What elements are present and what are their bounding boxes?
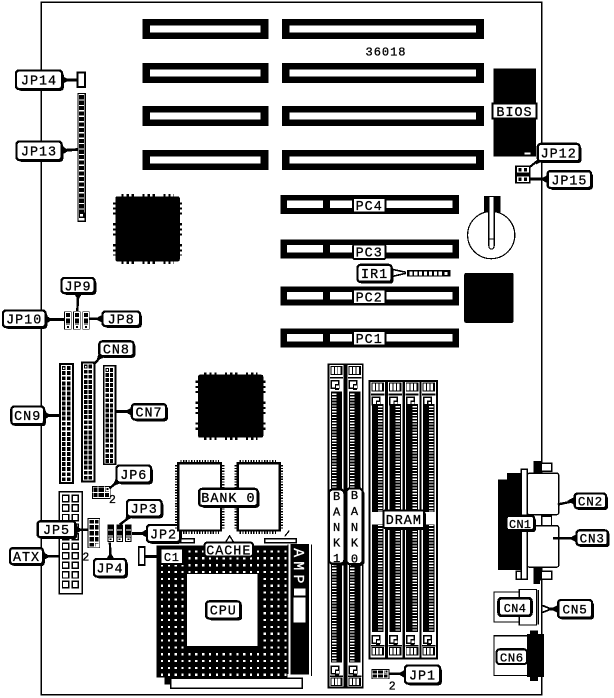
svg-text:CN2: CN2 [578, 496, 603, 510]
svg-text:JP4: JP4 [96, 563, 123, 578]
svg-text:N: N [333, 521, 340, 535]
svg-text:JP5: JP5 [43, 524, 70, 539]
svg-text:2: 2 [389, 681, 396, 694]
svg-text:36018: 36018 [366, 45, 407, 59]
svg-text:JP12: JP12 [541, 147, 577, 162]
svg-text:JP15: JP15 [551, 174, 587, 189]
svg-text:CN3: CN3 [580, 533, 605, 547]
svg-text:2: 2 [82, 552, 89, 565]
svg-text:B: B [351, 489, 358, 503]
svg-text:1: 1 [333, 552, 340, 566]
svg-text:B: B [333, 490, 340, 504]
svg-text:JP14: JP14 [21, 75, 57, 90]
svg-text:CN6: CN6 [500, 651, 524, 665]
svg-text:CN5: CN5 [563, 604, 588, 618]
svg-text:DRAM: DRAM [386, 514, 422, 529]
svg-text:BIOS: BIOS [496, 106, 532, 121]
svg-text:A: A [351, 505, 359, 519]
svg-text:JP6: JP6 [120, 469, 147, 484]
svg-text:PC4: PC4 [356, 200, 383, 215]
svg-text:CN1: CN1 [509, 518, 531, 532]
svg-text:JP9: JP9 [64, 280, 91, 295]
svg-text:CN4: CN4 [504, 602, 526, 616]
svg-text:PC3: PC3 [356, 247, 383, 262]
svg-text:JP10: JP10 [6, 314, 42, 329]
svg-text:CN8: CN8 [103, 344, 130, 359]
svg-text:0: 0 [351, 553, 358, 567]
svg-text:2: 2 [109, 494, 116, 507]
svg-text:JP8: JP8 [108, 314, 135, 329]
svg-text:PC1: PC1 [356, 333, 383, 348]
svg-text:CACHE: CACHE [206, 544, 251, 559]
svg-text:N: N [351, 521, 358, 535]
svg-text:CN7: CN7 [135, 407, 162, 422]
svg-text:JP3: JP3 [131, 503, 158, 518]
svg-text:K: K [333, 537, 341, 551]
svg-text:ATX: ATX [13, 551, 40, 566]
svg-text:A: A [333, 506, 341, 520]
svg-text:CPU: CPU [210, 605, 237, 620]
svg-text:BANK 0: BANK 0 [201, 492, 255, 507]
svg-text:IR1: IR1 [361, 268, 388, 283]
svg-text:K: K [351, 537, 359, 551]
svg-text:JP13: JP13 [21, 146, 57, 161]
svg-text:CN9: CN9 [14, 410, 41, 425]
svg-text:PC2: PC2 [356, 292, 383, 307]
svg-text:C1: C1 [164, 551, 180, 565]
svg-text:AMP: AMP [289, 548, 305, 587]
svg-text:JP2: JP2 [150, 528, 177, 543]
svg-text:JP1: JP1 [409, 669, 436, 684]
